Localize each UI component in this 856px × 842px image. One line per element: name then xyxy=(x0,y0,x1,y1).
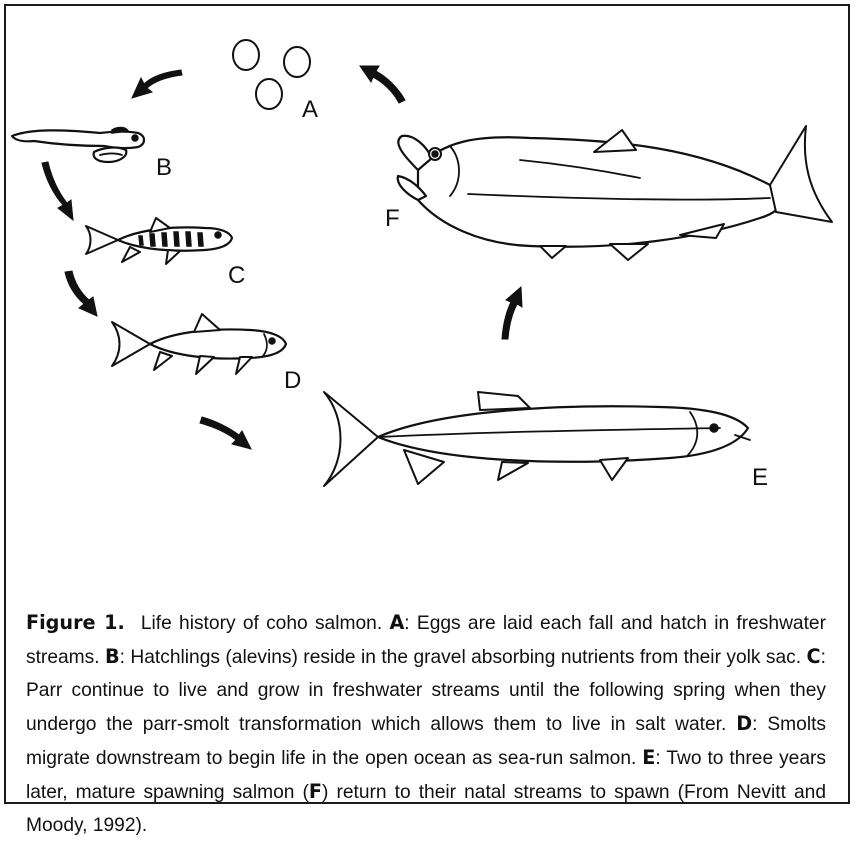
caption-intro: Life history of coho salmon. xyxy=(141,613,382,634)
alevin-illustration xyxy=(12,127,144,162)
caption-key-a: A xyxy=(389,611,404,634)
caption-text-b: : Hatchlings (alevins) reside in the gra… xyxy=(120,647,801,668)
cycle-arrow xyxy=(132,70,182,98)
caption-key-e: E xyxy=(642,746,655,769)
ocean-salmon-illustration xyxy=(324,392,750,486)
caption-key-f: F xyxy=(309,780,322,803)
label-b: B xyxy=(156,154,172,181)
caption-key-b: B xyxy=(105,645,120,668)
cycle-arrow xyxy=(200,417,251,449)
cycle-arrow xyxy=(360,66,405,103)
figure-number: Figure 1. xyxy=(26,611,125,634)
life-cycle-diagram: A B C D E F xyxy=(0,0,856,600)
label-f: F xyxy=(385,205,400,232)
figure-caption: Figure 1. Life history of coho salmon. A:… xyxy=(26,606,826,842)
cycle-arrow xyxy=(502,287,522,339)
label-e: E xyxy=(752,464,768,491)
cycle-arrow xyxy=(65,271,97,316)
label-a: A xyxy=(302,96,318,123)
label-d: D xyxy=(284,367,301,394)
label-c: C xyxy=(228,262,245,289)
spawning-salmon-illustration xyxy=(398,126,832,260)
parr-illustration xyxy=(86,218,232,264)
eggs-illustration xyxy=(233,40,310,109)
caption-key-c: C xyxy=(807,645,821,668)
caption-key-d: D xyxy=(736,712,752,735)
cycle-arrow xyxy=(42,162,73,220)
smolt-illustration xyxy=(112,314,286,374)
